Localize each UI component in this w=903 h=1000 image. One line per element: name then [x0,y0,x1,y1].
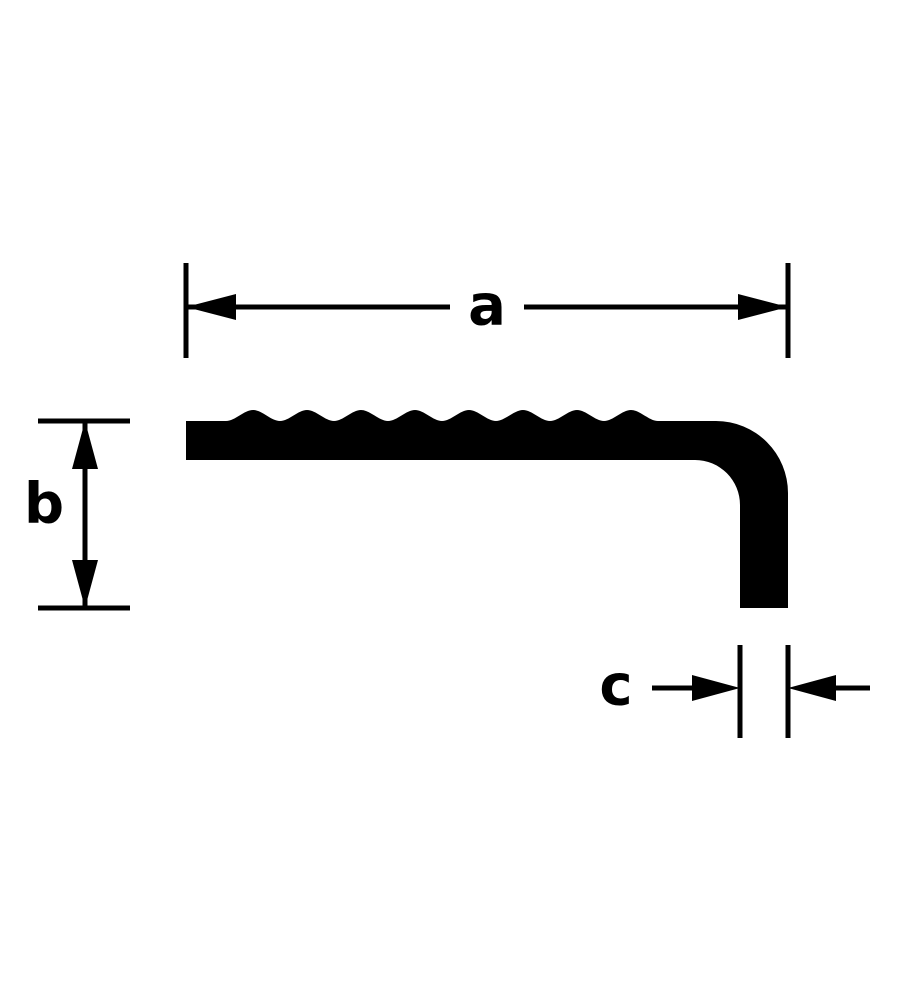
dim-b-arrow-down-icon [72,560,98,608]
dim-a-arrow-left-icon [186,294,236,320]
dim-c-arrow-left-icon [788,675,836,701]
dim-c-arrow-right-icon [692,675,740,701]
dim-label-b: b [24,472,64,537]
dim-label-a: a [468,274,506,339]
filled-shapes-group: a b c [24,274,836,719]
l-profile-shape [186,410,788,608]
dim-a-arrow-right-icon [738,294,788,320]
dim-label-c: c [599,654,632,719]
dim-b-arrow-up-icon [72,421,98,469]
